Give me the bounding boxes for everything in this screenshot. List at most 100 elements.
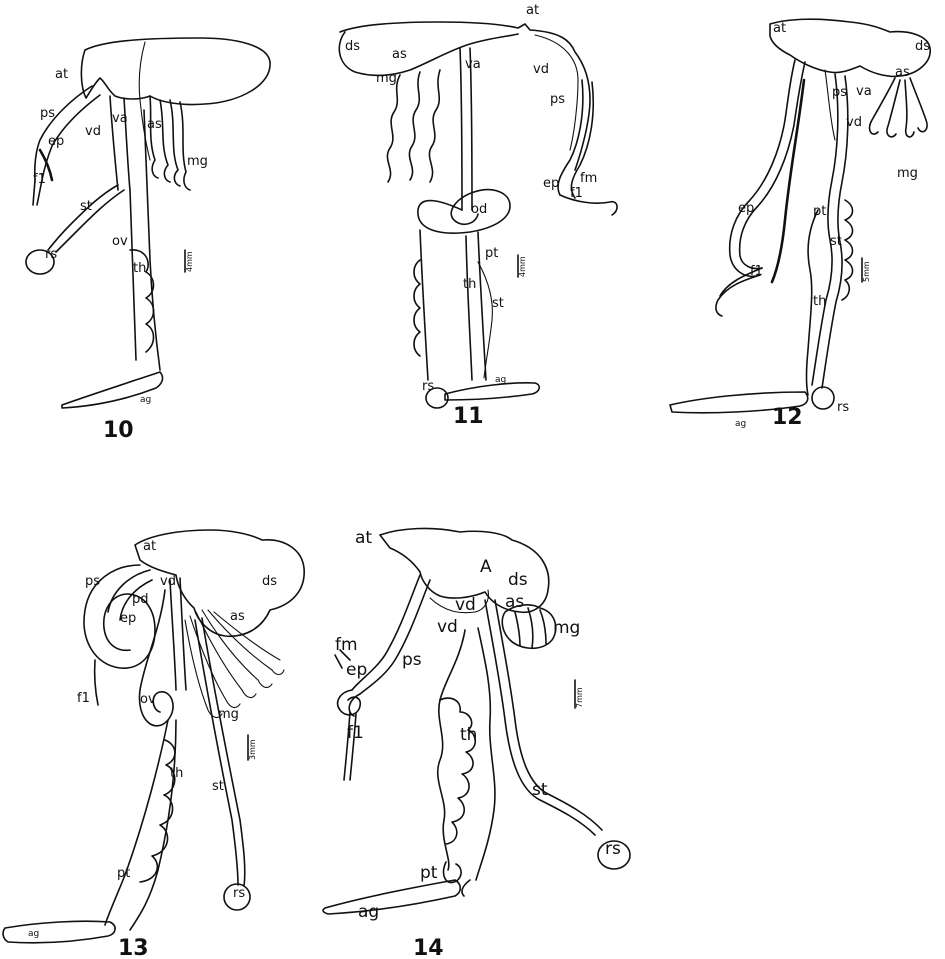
fig14-number: 14 xyxy=(413,936,444,959)
fig11-label-th: th xyxy=(463,277,476,292)
fig10-label-at: at xyxy=(55,67,68,82)
fig11-label-ag: ag xyxy=(495,375,506,385)
fig12-label-pt: pt xyxy=(813,204,826,219)
fig11-flagellum xyxy=(560,195,617,215)
figure-12: 5mm 12 atdsaspsvavdmgepptstf1thrsag xyxy=(670,19,930,430)
fig12-label-as: as xyxy=(895,65,910,80)
fig11-label-as: as xyxy=(392,47,407,62)
fig14-label-ps: ps xyxy=(402,650,422,670)
fig13-label-as: as xyxy=(230,609,245,624)
fig12-label-f1: f1 xyxy=(750,264,763,279)
fig10-label-ov: ov xyxy=(112,234,128,249)
fig14-label-th: th xyxy=(460,725,477,745)
fig14-label-ds: ds xyxy=(508,570,528,590)
fig12-scale-label: 5mm xyxy=(862,261,871,282)
fig11-number: 11 xyxy=(453,404,484,429)
fig13-label-st: st xyxy=(212,779,224,794)
figure-13: 3mm 13 atdspsvdpdepasf1ovmgthstptrsag xyxy=(3,530,304,959)
fig13-label-pd: pd xyxy=(132,592,149,607)
fig13-label-ds: ds xyxy=(262,574,277,589)
fig12-mucus-glands xyxy=(870,78,928,137)
fig10-label-f1: f1 xyxy=(33,172,46,187)
fig12-label-va: va xyxy=(856,84,872,99)
fig12-label-mg: mg xyxy=(897,166,918,181)
fig13-label-pt: pt xyxy=(117,866,130,881)
fig13-label-f1: f1 xyxy=(77,691,90,706)
fig14-label-at: at xyxy=(355,528,372,548)
fig13-flagellum xyxy=(95,660,98,705)
fig14-label-vd: vd xyxy=(437,617,458,637)
fig11-label-f1: f1 xyxy=(570,186,583,201)
fig12-labels: atdsaspsvavdmgepptstf1thrsag xyxy=(735,21,930,429)
fig12-label-ps: ps xyxy=(832,85,847,100)
fig11-label-va: va xyxy=(465,57,481,72)
fig10-label-rs: rs xyxy=(45,247,57,262)
fig11-label-vd: vd xyxy=(533,62,549,77)
fig10-atrium-mass xyxy=(81,38,270,105)
fig11-label-ds: ds xyxy=(345,39,360,54)
fig14-label-pt: pt xyxy=(420,863,438,883)
fig11-albumen-gland xyxy=(445,383,539,400)
fig12-label-ds: ds xyxy=(915,39,930,54)
fig10-label-vd: vd xyxy=(85,124,101,139)
fig11-label-rs: rs xyxy=(422,379,434,394)
fig14-spermoviduct xyxy=(438,628,495,880)
fig13-lower-column xyxy=(105,720,176,930)
fig14-labels: atAdsasvdvdmgfmpsepf1thstrsptag xyxy=(335,528,621,922)
fig13-label-ep: ep xyxy=(120,611,136,626)
fig12-label-th: th xyxy=(813,294,826,309)
fig11-scale-label: 4mm xyxy=(518,256,527,277)
fig11-label-st: st xyxy=(492,296,504,311)
fig14-label-A: A xyxy=(480,557,492,577)
fig12-label-rs: rs xyxy=(837,400,849,415)
fig11-label-ep: ep xyxy=(543,176,559,191)
figure-11: 4mm 11 atdsasvavdmgpsfmepf1odptthstagrs xyxy=(339,3,617,429)
fig12-label-vd: vd xyxy=(846,115,862,130)
fig12-talon-folds xyxy=(842,200,853,300)
fig12-label-ep: ep xyxy=(738,201,754,216)
fig13-label-ps: ps xyxy=(85,574,100,589)
fig13-label-vd: vd xyxy=(160,574,176,589)
fig11-talon-lobes xyxy=(414,260,420,356)
fig11-label-fm: fm xyxy=(580,171,597,186)
fig14-albumen-gland xyxy=(323,880,460,914)
fig13-labels: atdspsvdpdepasf1ovmgthstptrsag xyxy=(28,539,277,939)
fig13-label-ag: ag xyxy=(28,929,39,939)
fig10-scale-label: 4mm xyxy=(185,251,194,272)
fig12-penis-sheath xyxy=(730,60,805,276)
fig11-label-ps: ps xyxy=(550,92,565,107)
fig13-label-th: th xyxy=(170,766,183,781)
fig13-scale-label: 3mm xyxy=(248,739,257,760)
fig10-label-ag: ag xyxy=(140,395,151,405)
fig14-label-as: as xyxy=(505,592,524,612)
fig12-epiphallus-dark xyxy=(772,80,804,282)
fig13-mucus-glands xyxy=(185,610,284,717)
fig14-epiphallus-coil xyxy=(338,690,361,716)
fig13-label-rs: rs xyxy=(233,886,245,901)
fig14-label-f1: f1 xyxy=(347,723,364,743)
fig12-label-ag: ag xyxy=(735,419,746,429)
fig10-mucus-glands xyxy=(150,96,190,190)
fig10-number: 10 xyxy=(103,418,134,443)
fig12-vas-deferens xyxy=(825,70,835,140)
fig11-lower-columns xyxy=(420,230,486,380)
fig11-label-mg: mg xyxy=(376,71,397,86)
fig11-labels: atdsasvavdmgpsfmepf1odptthstagrs xyxy=(345,3,597,394)
fig10-label-th: th xyxy=(133,261,146,276)
fig14-label-fm: fm xyxy=(335,635,358,655)
fig14-talon-lobes xyxy=(440,698,475,844)
fig14-label-ep: ep xyxy=(346,660,367,680)
fig14-label-rs: rs xyxy=(605,839,621,859)
fig10-oviduct-lower xyxy=(130,110,160,370)
fig14-label-ag: ag xyxy=(358,902,379,922)
fig10-label-ep: ep xyxy=(48,134,64,149)
fig13-albumen-gland xyxy=(3,921,115,943)
fig10-label-ps: ps xyxy=(40,106,55,121)
fig10-label-st: st xyxy=(80,199,92,214)
fig14-label-vd: vd xyxy=(455,595,476,615)
fig13-label-at: at xyxy=(143,539,156,554)
fig14-label-st: st xyxy=(532,780,548,800)
fig13-label-mg: mg xyxy=(218,707,239,722)
figure-10: 4mm 10 atpsvdvaasepmgf1stovrsthag xyxy=(26,38,270,443)
fig10-label-mg: mg xyxy=(187,154,208,169)
